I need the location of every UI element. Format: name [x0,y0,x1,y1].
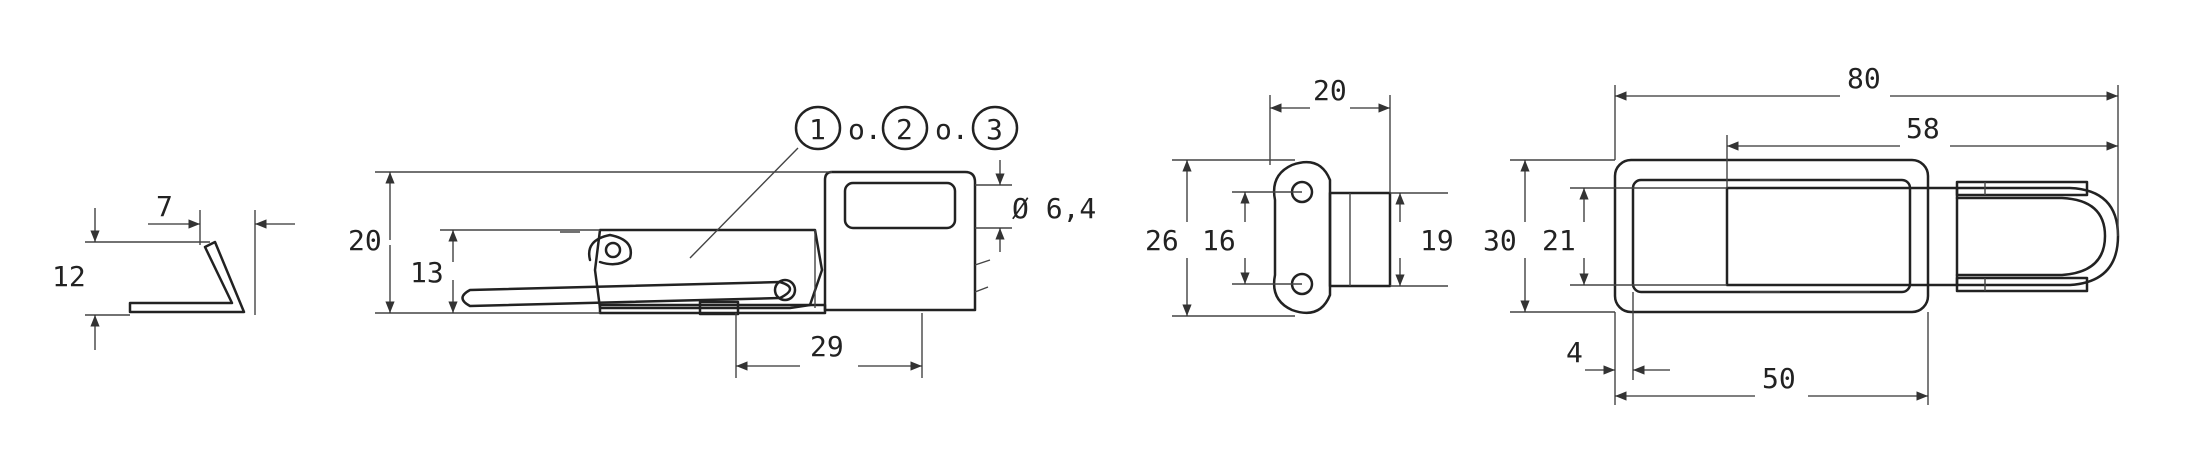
plate-outline [1272,160,1332,315]
variant-sep-1: o. [848,113,882,146]
plate-front-view: 20 26 16 19 [1145,74,1454,317]
latch-rod [461,280,792,308]
variant-callouts: 1 o. 2 o. 3 [794,105,1019,151]
latch-top-view: 80 58 30 21 4 50 [1483,62,2120,405]
plate-width-label: 20 [1313,74,1347,107]
clip-height-label: 12 [52,260,86,293]
hole-diameter-label: Ø 6,4 [1012,192,1096,225]
variant-2-label: 2 [896,113,913,146]
clip-view: 7 12 [52,190,295,350]
clip-width-label: 7 [156,190,173,223]
plate-body [1328,191,1392,288]
top-outer-frame [1613,158,1930,314]
top-inner-frame [1631,178,1912,294]
variant-2-circle [881,105,929,151]
latch-housing [823,170,977,312]
latch-slot [843,181,957,230]
top-rod-loop [1955,186,2120,287]
top-base-length-label: 50 [1762,362,1796,395]
latch-lever-height-label: 13 [410,256,444,289]
top-total-length-label: 80 [1847,62,1881,95]
latch-lever [593,228,824,310]
variant-1-circle [794,105,842,151]
variant-3-label: 3 [986,113,1003,146]
top-height-label: 30 [1483,224,1517,257]
latch-height-label: 20 [348,224,382,257]
latch-side-view: 1 o. 2 o. 3 20 13 29 Ø 6,4 [348,105,1096,378]
top-offset-label: 4 [1566,336,1583,369]
top-inner-height-label: 21 [1542,224,1576,257]
clip-shape [128,240,246,314]
plate-hole-spacing-label: 16 [1202,224,1236,257]
plate-height-label: 26 [1145,224,1179,257]
plate-body-height-label: 19 [1420,224,1454,257]
top-lever-length-label: 58 [1906,112,1940,145]
latch-base-length-label: 29 [810,330,844,363]
variant-3-circle [971,105,1019,151]
variant-sep-2: o. [935,113,969,146]
top-lever-plate [1725,186,1959,287]
variant-1-label: 1 [809,113,826,146]
